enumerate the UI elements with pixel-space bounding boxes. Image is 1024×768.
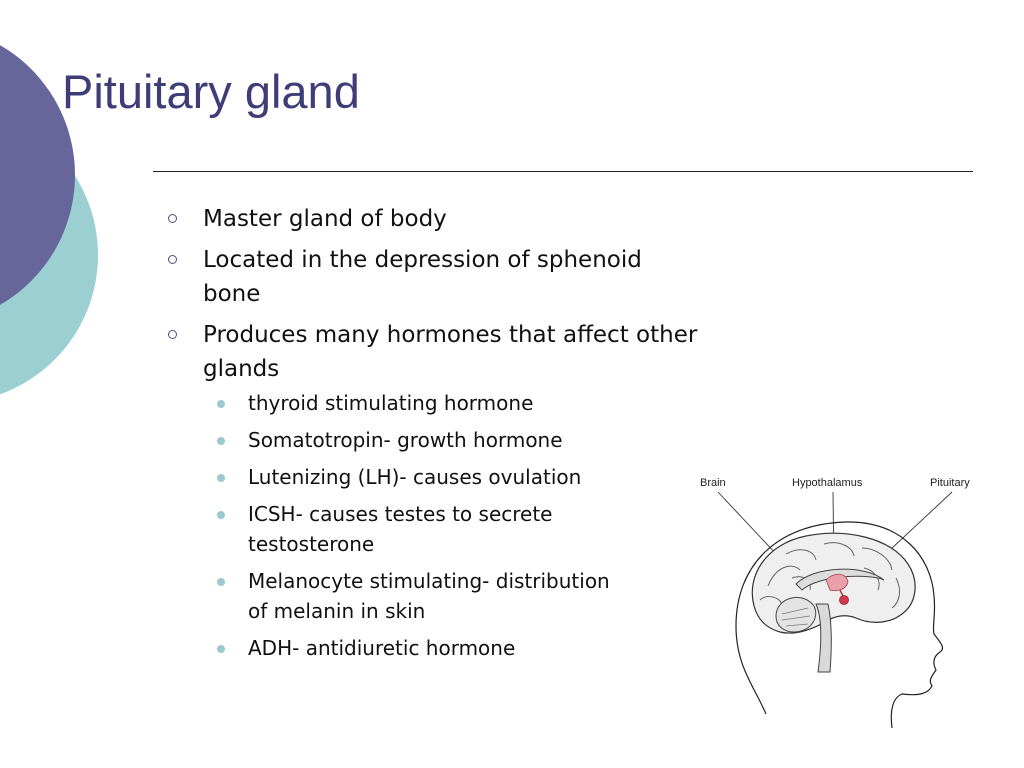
decorative-circles: [0, 45, 98, 395]
cerebellum: [775, 596, 817, 633]
sub-bullet-item: ICSH- causes testes to secrete testoster…: [160, 499, 645, 559]
hypothalamus: [825, 573, 849, 592]
bullet-text: Located in the depression of sphenoid bo…: [203, 247, 642, 307]
sub-bullet-item: Lutenizing (LH)- causes ovulation: [160, 462, 700, 492]
sub-bullet-text: Melanocyte stimulating- distribution of …: [248, 569, 610, 623]
sub-bullet-text: Lutenizing (LH)- causes ovulation: [248, 465, 582, 489]
bullet-list: Master gland of body Located in the depr…: [160, 202, 700, 670]
brain-stem: [815, 603, 832, 673]
label-hypothalamus: Hypothalamus: [792, 477, 863, 489]
bullet-item: Located in the depression of sphenoid bo…: [160, 243, 700, 311]
bullet-text: Produces many hormones that affect other…: [203, 322, 698, 382]
purple-circle: [0, 45, 75, 305]
dot-bullet-icon: [217, 578, 225, 586]
hollow-circle-bullet-icon: [168, 330, 177, 339]
bullet-item: Produces many hormones that affect other…: [160, 318, 700, 663]
sub-bullet-item: Somatotropin- growth hormone: [160, 425, 700, 455]
hollow-circle-bullet-icon: [168, 214, 177, 223]
slide-title: Pituitary gland: [62, 65, 360, 118]
sub-bullet-text: thyroid stimulating hormone: [248, 391, 534, 415]
sub-bullet-text: ADH- antidiuretic hormone: [248, 636, 516, 660]
label-brain: Brain: [700, 477, 726, 489]
corpus-callosum: [795, 568, 885, 591]
hollow-circle-bullet-icon: [168, 255, 177, 264]
brain-diagram: Brain Hypothalamus Pituitary: [700, 477, 970, 728]
sub-bullet-item: thyroid stimulating hormone: [160, 388, 700, 418]
bullet-item: Master gland of body: [160, 202, 700, 236]
dot-bullet-icon: [217, 645, 225, 653]
dot-bullet-icon: [217, 474, 225, 482]
title-divider: [153, 171, 973, 172]
bullet-text: Master gland of body: [203, 206, 447, 232]
sub-bullet-item: Melanocyte stimulating- distribution of …: [160, 566, 635, 626]
dot-bullet-icon: [217, 437, 225, 445]
sub-bullet-item: ADH- antidiuretic hormone: [160, 633, 700, 663]
sub-bullet-text: ICSH- causes testes to secrete testoster…: [248, 502, 553, 556]
dot-bullet-icon: [217, 511, 225, 519]
cerebellum-folds: [781, 607, 811, 627]
leader-line-brain: [717, 491, 779, 557]
label-pituitary: Pituitary: [930, 477, 970, 489]
sub-bullet-list: thyroid stimulating hormone Somatotropin…: [203, 388, 700, 663]
pituitary-gland-body: [839, 595, 849, 605]
head-outline: [735, 521, 944, 728]
dot-bullet-icon: [217, 400, 225, 408]
sub-bullet-text: Somatotropin- growth hormone: [248, 428, 563, 452]
